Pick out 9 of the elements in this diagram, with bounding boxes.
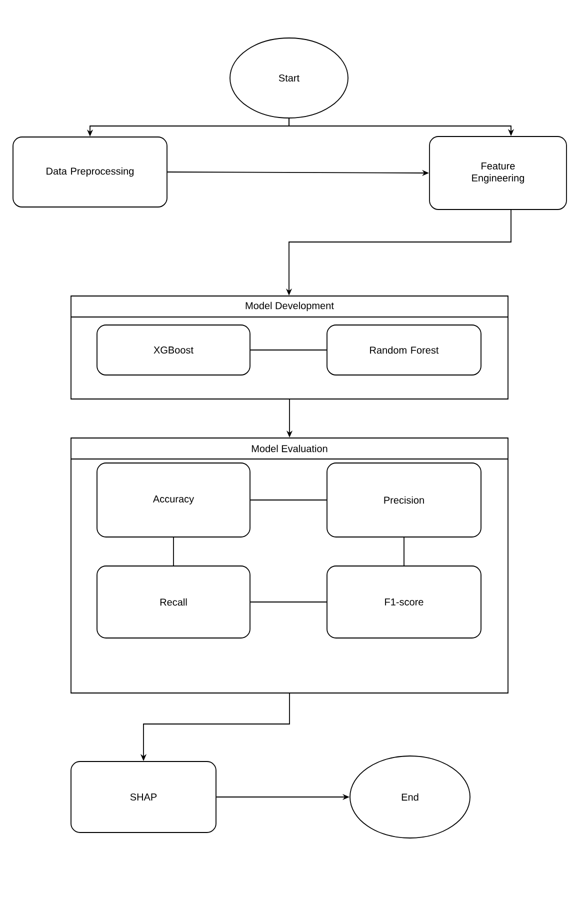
process-box: Feature Engineering [429,136,567,210]
process-box: Precision [326,462,482,538]
process-box: Accuracy [96,462,250,538]
process-box: Recall [96,566,250,638]
process-box: F1-score [326,566,482,638]
process-box: Data Preprocessing [12,136,168,208]
process-box: SHAP [70,761,216,833]
process-box: Random Forest [326,324,482,376]
process-box: XGBoost [96,324,250,376]
